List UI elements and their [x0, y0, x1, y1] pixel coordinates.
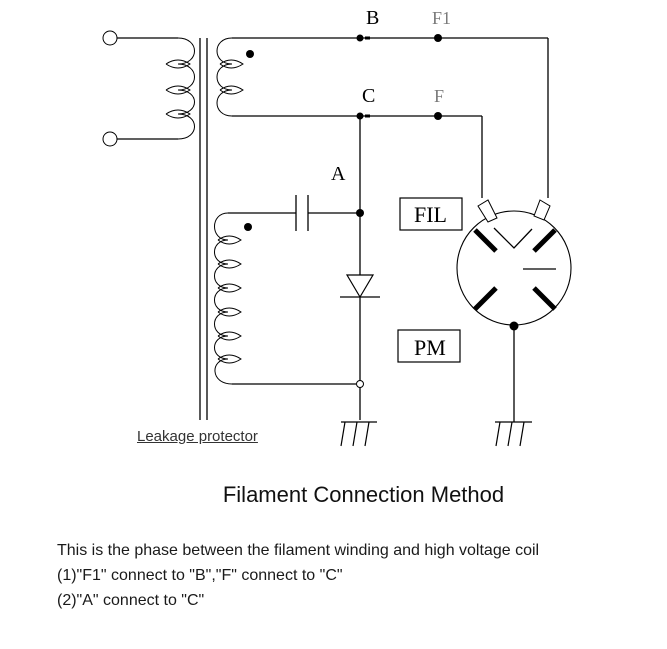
fil-label-box: [399, 197, 463, 231]
ground-icon-right: [495, 421, 532, 447]
primary-coil: [165, 37, 195, 140]
ground-icon-left: [340, 421, 377, 447]
primary-terminal-bottom: [102, 131, 118, 147]
leakage-protector-label: Leakage protector: [137, 428, 258, 445]
notes: This is the phase between the filament w…: [57, 538, 539, 613]
note-line-1: This is the phase between the filament w…: [57, 542, 540, 559]
diode-icon: [345, 274, 375, 299]
filament-phase-dot: [246, 50, 254, 58]
hv-phase-dot: [244, 223, 252, 231]
label-FIL: FIL: [414, 202, 447, 227]
label-PM: PM: [414, 335, 446, 360]
label-B: B: [366, 7, 379, 29]
node-F1: [434, 34, 442, 42]
diagram-title: Filament Connection Method: [222, 482, 505, 507]
node-ground-terminal: [356, 380, 364, 388]
label-A: A: [331, 163, 346, 185]
node-B: [356, 34, 364, 42]
high-voltage-coil: [214, 212, 242, 385]
note-line-3: (2)"A" connect to "C": [57, 592, 205, 609]
filament-coil: [216, 37, 244, 117]
x-ray-tube-icon: [456, 199, 572, 326]
primary-terminal-top: [102, 30, 118, 46]
node-A: [356, 209, 364, 217]
note-line-2: (1)"F1" connect to "B","F" connect to "C…: [57, 567, 343, 584]
label-C: C: [362, 85, 375, 107]
pm-label-box: [397, 329, 461, 363]
label-F: F: [434, 86, 444, 106]
label-F1: F1: [432, 8, 451, 28]
node-F: [434, 112, 442, 120]
